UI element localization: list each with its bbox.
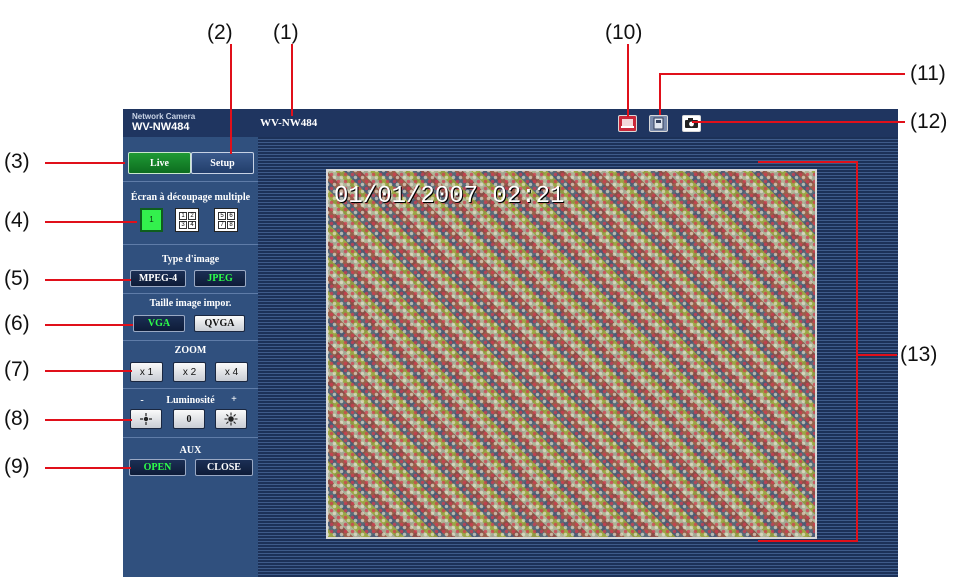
camera-icon[interactable] xyxy=(682,115,701,132)
sd-card-icon xyxy=(653,117,664,130)
zoom-x4-button[interactable]: x 4 xyxy=(215,362,248,382)
leader-line-8 xyxy=(45,419,132,421)
separator xyxy=(123,340,258,341)
callout-9: (9) xyxy=(4,455,30,478)
brightness-brighter-button[interactable] xyxy=(215,409,247,429)
video-timestamp: 01/01/2007 02:21 xyxy=(334,183,565,210)
brightness-minus-label: - xyxy=(140,395,144,406)
quad-cell: 4 xyxy=(188,221,196,229)
leader-line-1 xyxy=(291,44,293,116)
camera-icon xyxy=(685,118,698,128)
control-sidebar: Live Setup Écran à découpage multiple 1 … xyxy=(123,137,258,577)
quad-cell: 3 xyxy=(179,221,187,229)
brand-model: WV-NW484 xyxy=(132,121,190,133)
leader-line-2 xyxy=(230,44,232,154)
leader-line-13-bottom xyxy=(758,540,858,542)
zoom-x2-button[interactable]: x 2 xyxy=(173,362,206,382)
leader-line-3 xyxy=(45,162,125,164)
brand-subtitle: Network Camera xyxy=(132,112,196,121)
sun-large-icon xyxy=(224,412,238,426)
brightness-title: Luminosité xyxy=(166,395,215,406)
leader-line-5 xyxy=(45,279,131,281)
multiscreen-title: Écran à découpage multiple xyxy=(130,192,251,203)
quad-cell: 5 xyxy=(218,212,226,220)
qvga-button[interactable]: QVGA xyxy=(194,315,245,332)
sun-small-icon xyxy=(140,413,152,425)
jpeg-button[interactable]: JPEG xyxy=(194,270,246,287)
callout-6: (6) xyxy=(4,312,30,335)
leader-line-11-h xyxy=(659,73,905,75)
leader-line-9 xyxy=(45,467,131,469)
aux-title: AUX xyxy=(179,445,202,456)
single-screen-button[interactable]: 1 xyxy=(140,208,163,232)
setup-button[interactable]: Setup xyxy=(191,152,254,174)
brightness-darker-button[interactable] xyxy=(130,409,162,429)
quad-cell: 8 xyxy=(227,221,235,229)
zoom-x1-button[interactable]: x 1 xyxy=(130,362,163,382)
image-type-title: Type d'image xyxy=(161,254,220,265)
callout-2: (2) xyxy=(207,21,233,44)
camera-title: WV-NW484 xyxy=(260,117,318,129)
callout-5: (5) xyxy=(4,267,30,290)
callout-13: (13) xyxy=(900,343,938,366)
separator xyxy=(123,388,258,389)
callout-7: (7) xyxy=(4,358,30,381)
alarm-bell-icon[interactable] xyxy=(618,115,637,132)
separator xyxy=(123,437,258,438)
mpeg4-button[interactable]: MPEG-4 xyxy=(130,270,186,287)
quad-cell: 7 xyxy=(218,221,226,229)
leader-line-4 xyxy=(45,221,137,223)
separator xyxy=(123,181,258,182)
leader-line-12 xyxy=(692,121,905,123)
quad-screen-1-4-button[interactable]: 1 2 3 4 xyxy=(175,208,199,232)
vga-button[interactable]: VGA xyxy=(133,315,185,332)
leader-line-13-h xyxy=(856,354,897,356)
alarm-bell-icon xyxy=(621,119,634,128)
callout-8: (8) xyxy=(4,407,30,430)
top-bar: Network Camera WV-NW484 WV-NW484 xyxy=(123,109,898,137)
leader-line-7 xyxy=(45,370,132,372)
aux-open-button[interactable]: OPEN xyxy=(129,459,186,476)
quad-screen-5-8-button[interactable]: 5 6 7 8 xyxy=(214,208,238,232)
sd-card-icon[interactable] xyxy=(649,115,668,132)
brightness-plus-label: + xyxy=(231,394,237,405)
zoom-title: ZOOM xyxy=(174,345,207,356)
quad-cell: 1 xyxy=(179,212,187,220)
callout-3: (3) xyxy=(4,150,30,173)
capture-size-title: Taille image impor. xyxy=(149,298,232,309)
callout-11: (11) xyxy=(910,62,946,85)
quad-cell: 2 xyxy=(188,212,196,220)
leader-line-10 xyxy=(627,44,629,117)
brightness-reset-button[interactable]: 0 xyxy=(173,409,205,429)
leader-line-13-v xyxy=(856,161,858,542)
leader-line-11-v xyxy=(659,73,661,115)
aux-close-button[interactable]: CLOSE xyxy=(195,459,253,476)
separator xyxy=(123,244,258,245)
live-button[interactable]: Live xyxy=(128,152,191,174)
callout-1: (1) xyxy=(273,21,299,44)
leader-line-6 xyxy=(45,324,133,326)
callout-4: (4) xyxy=(4,209,30,232)
callout-10: (10) xyxy=(605,21,643,44)
quad-cell: 6 xyxy=(227,212,235,220)
leader-line-13-top xyxy=(758,161,858,163)
single-screen-label: 1 xyxy=(149,215,154,224)
callout-12: (12) xyxy=(910,110,948,133)
live-video-image[interactable]: 01/01/2007 02:21 xyxy=(326,169,817,539)
separator xyxy=(123,293,258,294)
